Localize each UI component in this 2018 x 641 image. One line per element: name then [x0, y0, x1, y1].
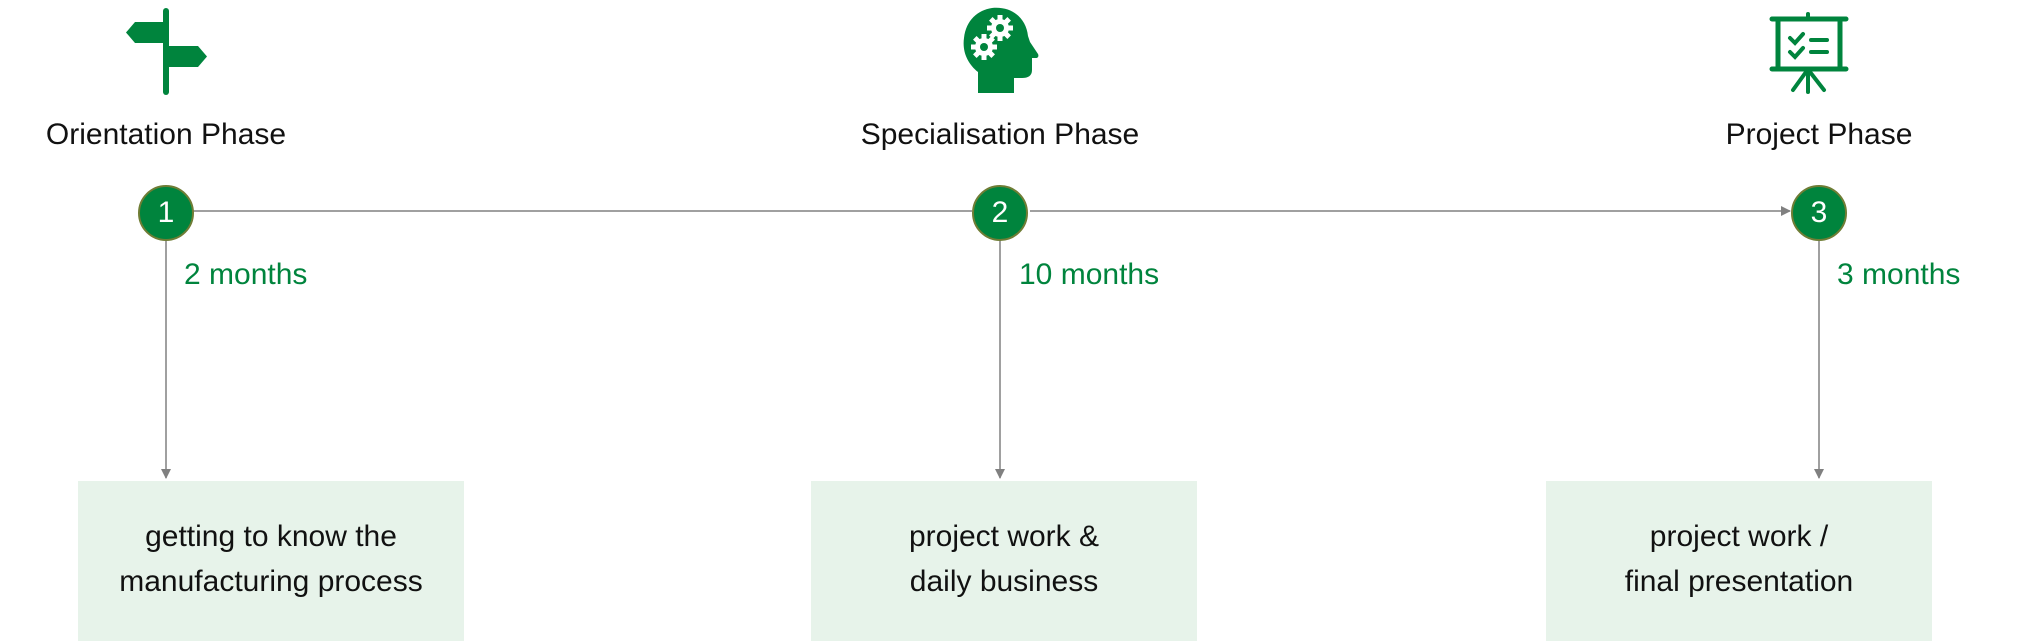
description-line: project work /: [1649, 520, 1829, 553]
phase-title-project: Project Phase: [1725, 118, 1913, 151]
phase-description-box-3: project work / final presentation: [1546, 481, 1932, 641]
phase-description-box-2: project work & daily business: [811, 481, 1197, 641]
phase-duration-2: 10 months: [1019, 258, 1160, 291]
presentation-board-icon: [1769, 12, 1849, 94]
description-line: daily business: [909, 565, 1099, 598]
phase-node-2: 2: [972, 185, 1028, 241]
phase-title-specialisation: Specialisation Phase: [860, 118, 1140, 151]
phase-node-1: 1: [138, 185, 194, 241]
description-line: getting to know the: [145, 520, 397, 553]
phase-duration-1: 2 months: [184, 258, 308, 291]
phase-title-orientation: Orientation Phase: [45, 118, 287, 151]
phase-node-3: 3: [1791, 185, 1847, 241]
description-line: manufacturing process: [119, 565, 423, 598]
description-line: project work &: [908, 520, 1100, 553]
head-gears-icon: [963, 7, 1039, 93]
signpost-icon: [126, 8, 207, 95]
phase-duration-3: 3 months: [1837, 258, 1961, 291]
phase-description-box-1: getting to know the manufacturing proces…: [78, 481, 464, 641]
description-line: final presentation: [1624, 565, 1854, 598]
